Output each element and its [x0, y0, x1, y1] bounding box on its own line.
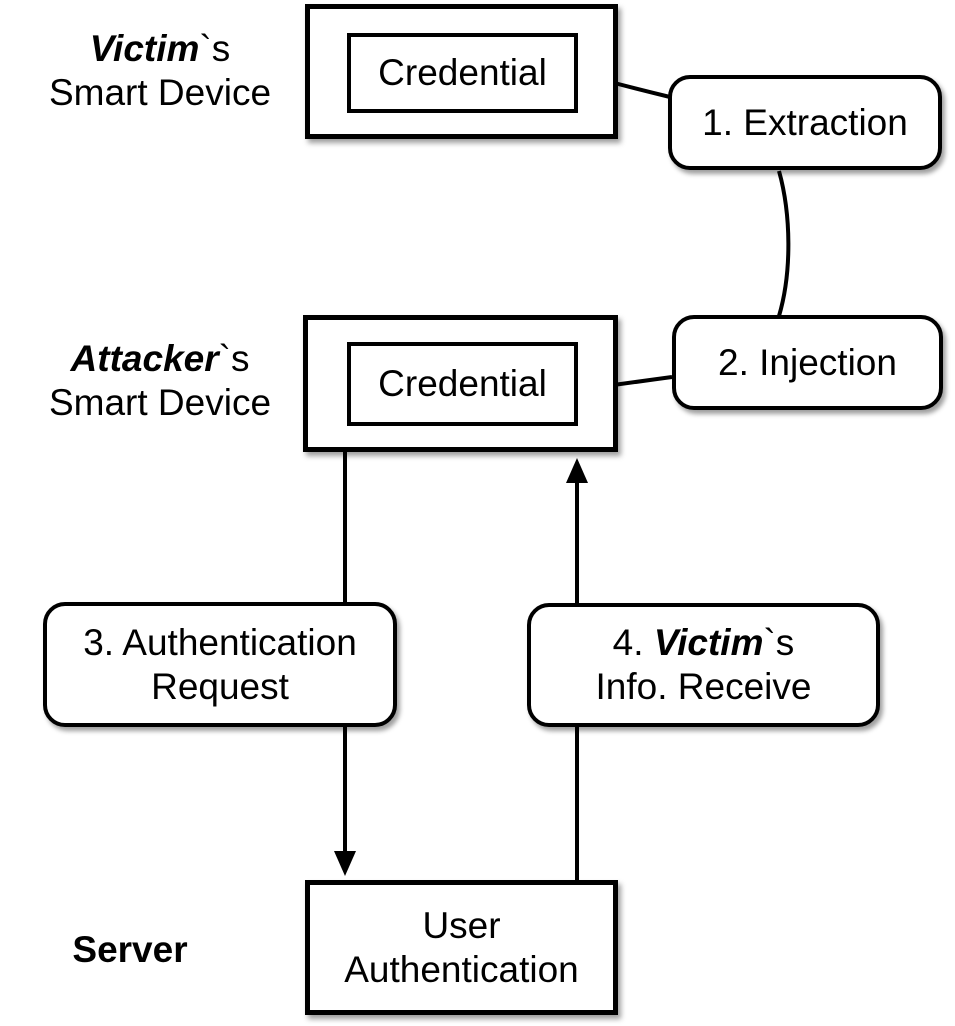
- step-injection: 2. Injection: [672, 315, 943, 410]
- server-label: Server: [72, 929, 188, 970]
- victim-device-label-line1: Victim`s: [89, 28, 231, 69]
- arrowhead-down: [334, 851, 356, 876]
- step-auth-request-line1: 3. Authentication: [83, 621, 357, 663]
- arrowhead-up: [566, 458, 588, 483]
- attacker-credential-text: Credential: [378, 363, 547, 404]
- server-auth-line2: Authentication: [344, 948, 579, 990]
- step-auth-request: 3. Authentication Request: [43, 602, 397, 727]
- attacker-device-label-line2: Smart Device: [48, 382, 272, 423]
- attacker-device-label: Attacker`s Smart Device: [5, 337, 315, 425]
- step-auth-request-line2: Request: [151, 665, 289, 707]
- victim-device-label: Victim`s Smart Device: [5, 27, 315, 115]
- edge-extraction-to-injection: [777, 170, 791, 317]
- step-extraction-label: 1. Extraction: [702, 101, 908, 143]
- attacker-credential-box: Credential: [347, 342, 578, 426]
- attacker-device-label-line1: Attacker`s: [70, 338, 250, 379]
- victim-device-label-line2: Smart Device: [48, 72, 272, 113]
- victim-credential-text: Credential: [378, 52, 547, 93]
- step-info-receive: 4. Victim`s Info. Receive: [527, 603, 880, 727]
- step-info-receive-line1: 4. Victim`s: [612, 622, 795, 663]
- victim-credential-box: Credential: [347, 33, 578, 113]
- step-injection-label: 2. Injection: [718, 341, 897, 383]
- server-auth-line1: User: [422, 904, 501, 946]
- server-user-authentication-box: User Authentication: [305, 880, 618, 1015]
- step-info-receive-line2: Info. Receive: [595, 666, 812, 707]
- step-extraction: 1. Extraction: [668, 75, 942, 170]
